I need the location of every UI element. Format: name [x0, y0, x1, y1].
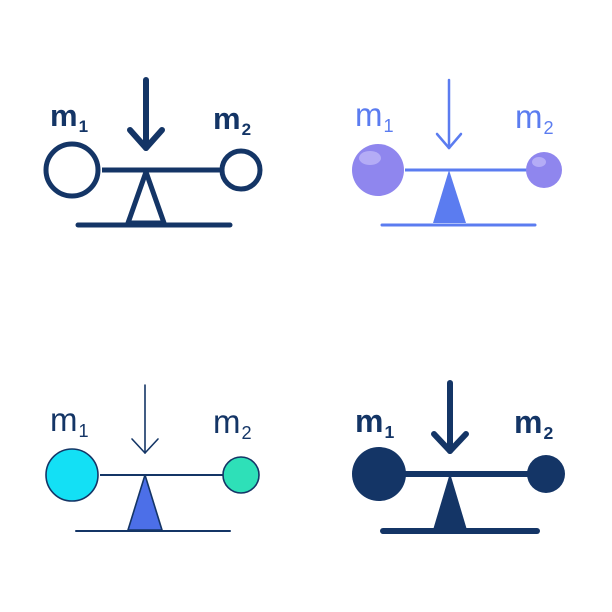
mass-2-ball: [527, 455, 565, 493]
arrow-head: [127, 127, 165, 151]
mass-1-label: m1: [355, 403, 395, 443]
mass-2-label: m2: [213, 101, 252, 139]
fulcrum-triangle: [125, 169, 167, 226]
mass-1-label: m1: [355, 96, 394, 137]
mass-2-ball: [526, 152, 562, 188]
seesaw-flat-icon: m1 m2: [325, 60, 595, 260]
mass-2-ball: [219, 148, 263, 192]
fulcrum-triangle: [433, 170, 466, 223]
mass-1-label: m1: [50, 98, 89, 136]
seesaw-outline-icon: m1 m2: [20, 60, 290, 260]
fulcrum-triangle: [433, 473, 467, 530]
mass-1-ball: [352, 144, 404, 196]
fulcrum-triangle: [127, 474, 163, 531]
mass-2-highlight: [532, 157, 546, 167]
mass-1-highlight: [359, 151, 381, 165]
arrow-head: [131, 438, 159, 454]
mass-2-label: m2: [514, 404, 554, 444]
arrow-head: [431, 431, 469, 454]
arrow-head: [435, 132, 463, 150]
mass-2-ball: [222, 456, 260, 494]
mass-1-label: m1: [50, 401, 89, 442]
seesaw-solid-icon: m1 m2: [325, 365, 595, 565]
mass-1-ball: [45, 448, 99, 502]
mass-2-label: m2: [515, 98, 554, 139]
mass-1-ball: [352, 447, 406, 501]
mass-1-ball: [43, 141, 101, 199]
mass-2-label: m2: [213, 403, 252, 444]
seesaw-color-icon: m1 m2: [20, 365, 290, 565]
